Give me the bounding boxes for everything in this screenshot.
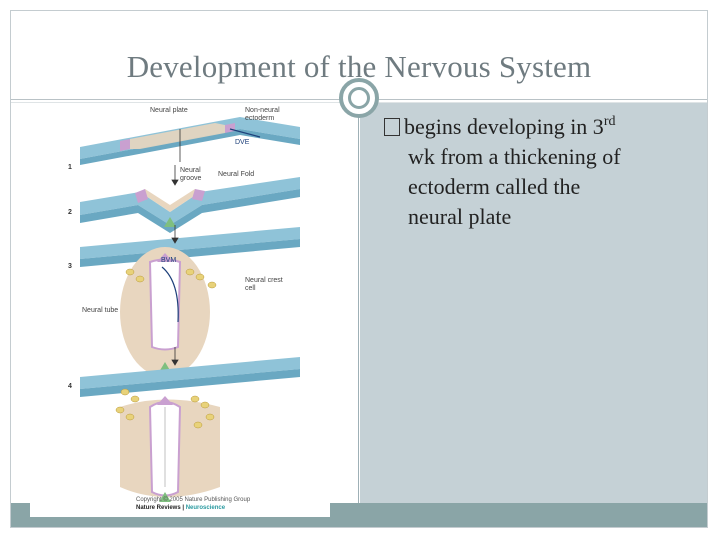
label-non-neural-ectoderm: Non-neural ectoderm	[245, 107, 300, 123]
bullet-line-3: ectoderm called the	[384, 172, 694, 202]
stage-4-diagram	[80, 357, 300, 502]
label-neural-groove: Neural groove	[180, 167, 220, 183]
label-dve: DVE	[235, 139, 249, 147]
figure-copyright: Copyright © 2005 Nature Publishing Group	[136, 497, 250, 503]
label-neural-crest-cell: Neural crest cell	[245, 277, 295, 293]
label-neural-plate: Neural plate	[150, 107, 200, 115]
journal-section: Neuroscience	[186, 505, 225, 511]
stage-3-diagram	[80, 227, 300, 377]
label-neural-tube: Neural tube	[82, 307, 118, 315]
step-3-number: 3	[68, 263, 72, 270]
neurulation-figure: 1 2 3 4 Neural plate Non-neural ectoderm…	[30, 107, 330, 517]
label-neural-fold: Neural Fold	[218, 171, 254, 179]
bullet-item: begins developing in 3rd wk from a thick…	[384, 112, 694, 232]
bullet-line-1: begins developing in 3rd	[384, 112, 694, 142]
bullet-text-1: begins developing in 3	[404, 114, 604, 139]
ring-inner	[348, 87, 370, 109]
bullet-line-2: wk from a thickening of	[384, 142, 694, 172]
step-2-number: 2	[68, 209, 72, 216]
label-bvm: BVM	[161, 257, 176, 265]
stage-2-diagram	[80, 177, 300, 233]
bullet-box-icon	[384, 118, 400, 136]
figure-journal: Nature Reviews | Neuroscience	[136, 505, 225, 511]
panel-divider	[358, 103, 359, 503]
ordinal-superscript: rd	[604, 114, 616, 129]
decorative-ring-icon	[339, 78, 379, 118]
step-1-number: 1	[68, 164, 72, 171]
step-4-number: 4	[68, 383, 72, 390]
stage-1-diagram	[80, 117, 300, 165]
bullet-line-4: neural plate	[384, 202, 694, 232]
journal-name: Nature Reviews	[136, 505, 181, 511]
